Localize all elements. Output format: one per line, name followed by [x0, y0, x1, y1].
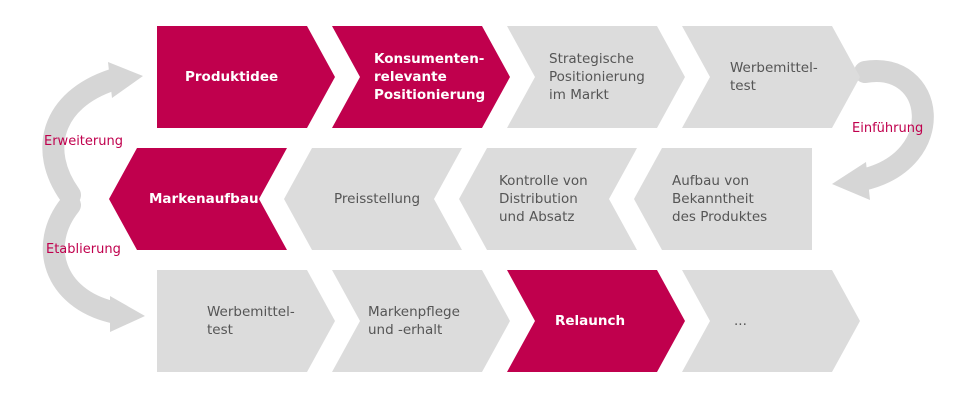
label-einfuehrung: Einführung: [852, 121, 924, 136]
step-3-1: [157, 270, 335, 372]
step-3-3: [507, 270, 685, 372]
arrow-einfuehrung-head: [832, 162, 870, 200]
step-label-2-2: Kontrolle von Distribution und Absatz: [499, 173, 588, 225]
step-2-4: [109, 148, 287, 250]
step-label-2-3: Preisstellung: [334, 191, 421, 207]
arrow-etablierung: [42, 194, 123, 323]
arrow-etablierung-head: [110, 296, 145, 332]
label-erweiterung: Erweiterung: [44, 134, 123, 149]
step-2-3: [284, 148, 462, 250]
step-label-1-2: Konsumenten- relevante Positionierung: [374, 51, 486, 103]
step-label-1-3: Strategische Positionierung im Markt: [549, 51, 645, 103]
step-1-4: [682, 26, 860, 128]
step-label-3-3: Relaunch: [555, 313, 626, 329]
step-2-2: [459, 148, 637, 250]
step-2-1: [634, 148, 812, 250]
step-3-4: [682, 270, 860, 372]
arrow-erweiterung-head: [108, 62, 143, 98]
step-1-3: [507, 26, 685, 128]
step-label-3-2: Markenpflege und -erhalt: [368, 304, 460, 338]
step-label-3-4: ...: [734, 313, 747, 329]
step-1-2: [332, 26, 510, 128]
step-label-1-1: Produktidee: [185, 69, 279, 85]
step-1-1: [157, 26, 335, 128]
step-label-2-4: Markenaufbau: [149, 191, 259, 207]
label-etablierung: Etablierung: [46, 242, 121, 257]
step-3-2: [332, 270, 510, 372]
step-label-2-1: Aufbau von Bekanntheit des Produktes: [672, 173, 768, 225]
arrow-erweiterung: [42, 69, 123, 206]
arrow-einfuehrung: [851, 60, 934, 191]
step-label-3-1: Werbemittel- test: [207, 304, 295, 338]
step-label-1-4: Werbemittel- test: [730, 60, 818, 94]
